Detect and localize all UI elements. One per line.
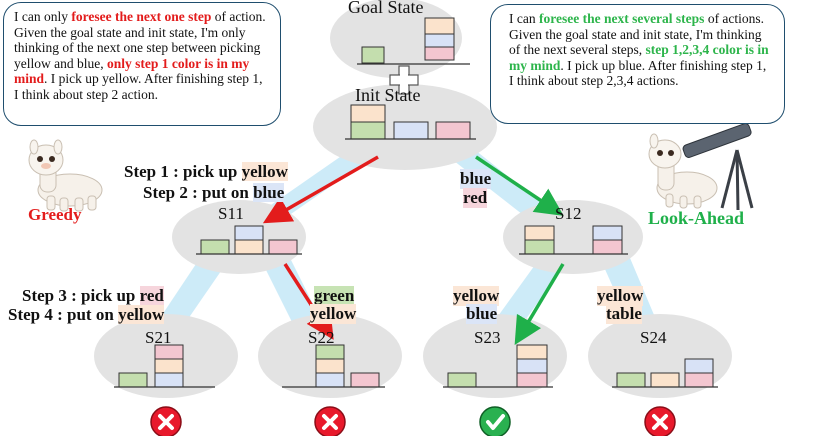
- s21-title: S21: [145, 328, 172, 347]
- greedy-bubble-text-1: I can only: [14, 9, 72, 24]
- greedy-alpaca-icon: [28, 139, 103, 212]
- step-2-label: Step 2 : put on blue: [143, 183, 285, 203]
- greedy-bubble-highlight-1: foresee the next one step: [71, 9, 212, 24]
- step-3-text: Step 3 : pick up: [22, 286, 140, 305]
- fail-icon-s22: [314, 406, 346, 436]
- lookahead-arrow-1: [475, 155, 564, 216]
- greedy-label: Greedy: [28, 205, 82, 224]
- lookahead-alpaca-icon: [648, 123, 754, 211]
- s22-step-4-color: yellow: [310, 304, 357, 324]
- step-4-text: Step 4 : put on: [8, 305, 119, 324]
- s12-blocks: [519, 225, 628, 255]
- la-step-2-color: red: [463, 188, 488, 208]
- step-1-text: Step 1 : pick up: [124, 162, 242, 181]
- check-icon-s23: [479, 406, 511, 436]
- greedy-arrow-1: [262, 155, 379, 224]
- lookahead-bubble-text-3: . I pick up blue. After finishing step 1…: [509, 57, 767, 89]
- init-blocks: [345, 104, 476, 140]
- s23-step-4-color: blue: [466, 304, 498, 324]
- goal-blocks: [357, 17, 470, 65]
- s24-title: S24: [640, 328, 667, 347]
- step-3-label: Step 3 : pick up red: [22, 286, 164, 306]
- s22-step-3-color: green: [314, 286, 355, 306]
- s21-blocks: [114, 344, 215, 388]
- s23-step-3-color: yellow: [453, 286, 500, 306]
- goal-state-title: Goal State: [348, 0, 424, 17]
- s24-blocks: [612, 358, 718, 388]
- lookahead-arrow-2: [514, 263, 565, 346]
- node-s12: [503, 200, 643, 274]
- plus-icon: [389, 65, 419, 95]
- s23-title: S23: [474, 328, 501, 347]
- la-step-1-color: blue: [460, 169, 492, 189]
- greedy-bubble-text-3: . I pick up yellow. After finishing step…: [14, 71, 263, 102]
- step-1-label: Step 1 : pick up yellow: [124, 162, 288, 182]
- fail-icon-s21: [150, 406, 182, 436]
- step-4-label: Step 4 : put on yellow: [8, 305, 165, 325]
- greedy-thought-bubble: I can only foresee the next one step of …: [3, 2, 281, 126]
- s22-title: S22: [308, 328, 335, 347]
- s23-blocks: [443, 344, 553, 388]
- step-1-color: yellow: [241, 162, 288, 181]
- s24-step-4-color: table: [606, 304, 642, 324]
- lookahead-bubble-highlight-1: foresee the next several steps: [538, 11, 705, 26]
- s24-step-3-color: yellow: [597, 286, 644, 306]
- step-2-color: blue: [253, 183, 285, 202]
- lookahead-label: Look-Ahead: [648, 208, 745, 228]
- lookahead-bubble-text-1: I can: [509, 11, 539, 26]
- fail-icon-s24: [644, 406, 676, 436]
- step-2-text: Step 2 : put on: [143, 183, 254, 202]
- lookahead-bubble-text-2: of actions. Given the goal state and ini…: [509, 11, 765, 57]
- lookahead-thought-bubble: I can foresee the next several steps of …: [490, 4, 785, 124]
- lookahead-bubble-highlight-2: step 1,2,3,4 color is in my mind: [509, 42, 769, 73]
- step-3-color: red: [139, 286, 164, 305]
- s22-blocks: [282, 344, 385, 388]
- s12-title: S12: [555, 204, 582, 223]
- init-state-title: Init State: [355, 85, 421, 105]
- step-4-color: yellow: [118, 305, 165, 324]
- s11-blocks: [196, 225, 302, 255]
- greedy-bubble-text-2: of action. Given the goal state and init…: [14, 9, 266, 71]
- s11-title: S11: [218, 204, 244, 223]
- greedy-bubble-highlight-2: only step 1 color is in my mind: [14, 55, 250, 87]
